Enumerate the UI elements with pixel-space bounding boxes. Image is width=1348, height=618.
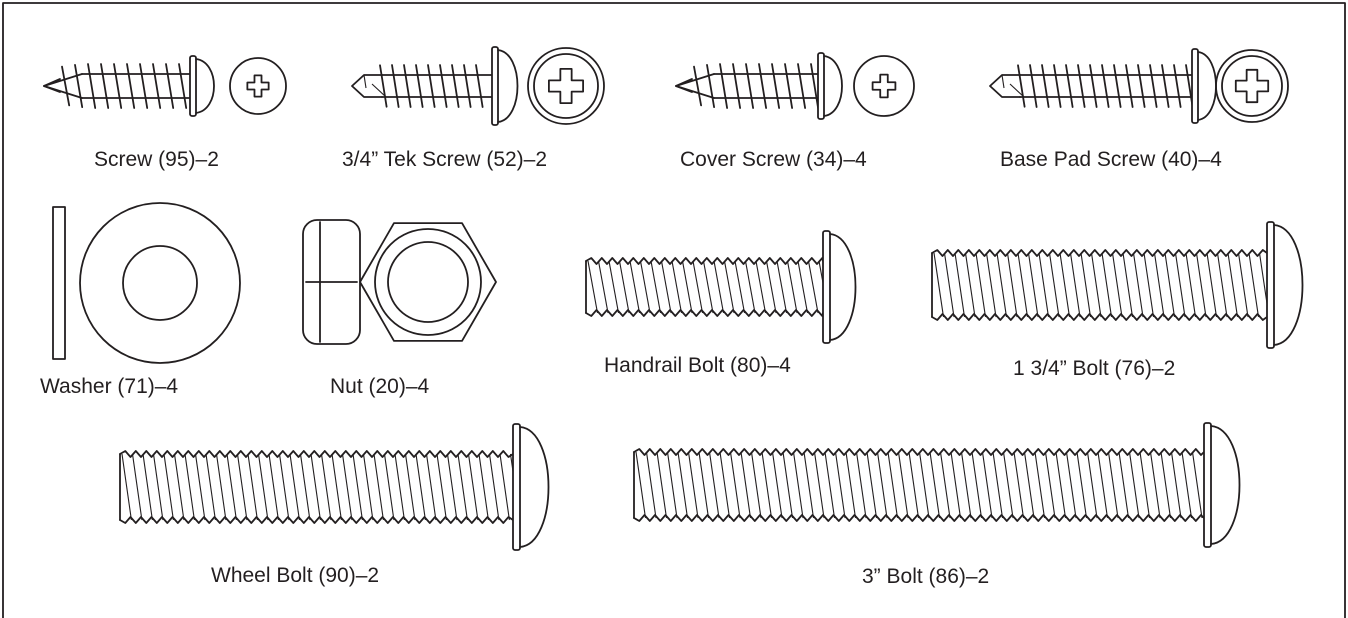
wheel-bolt-90-drawing	[119, 423, 550, 551]
label-handrail-bolt-80: Handrail Bolt (80)–4	[604, 354, 791, 377]
label-base-pad-screw-40: Base Pad Screw (40)–4	[1000, 148, 1222, 171]
nut-20-drawing	[302, 219, 497, 345]
label-tek-screw-52: 3/4” Tek Screw (52)–2	[342, 148, 548, 171]
label-cover-screw-34: Cover Screw (34)–4	[680, 148, 867, 171]
washer-71-drawing	[52, 202, 241, 364]
tek-screw-52-drawing	[351, 46, 605, 126]
base-pad-screw-40-drawing	[989, 48, 1289, 124]
base-pad-screw-40-drawing-head-view	[1215, 49, 1289, 123]
handrail-bolt-80-drawing	[585, 230, 857, 344]
cover-screw-34-drawing	[675, 52, 915, 120]
label-screw-95: Screw (95)–2	[94, 148, 219, 171]
bolt-86-drawing	[633, 422, 1241, 548]
label-washer-71: Washer (71)–4	[40, 375, 179, 398]
screw-95-drawing	[43, 55, 287, 117]
label-nut-20: Nut (20)–4	[330, 375, 430, 398]
cover-screw-34-drawing-head-view	[853, 55, 915, 117]
label-bolt-86: 3” Bolt (86)–2	[862, 565, 990, 588]
screw-95-drawing-head-view	[229, 57, 287, 115]
bolt-76-drawing	[931, 221, 1304, 349]
label-wheel-bolt-90: Wheel Bolt (90)–2	[211, 564, 380, 587]
label-bolt-76: 1 3/4” Bolt (76)–2	[1013, 357, 1176, 380]
tek-screw-52-drawing-head-view	[527, 47, 605, 125]
